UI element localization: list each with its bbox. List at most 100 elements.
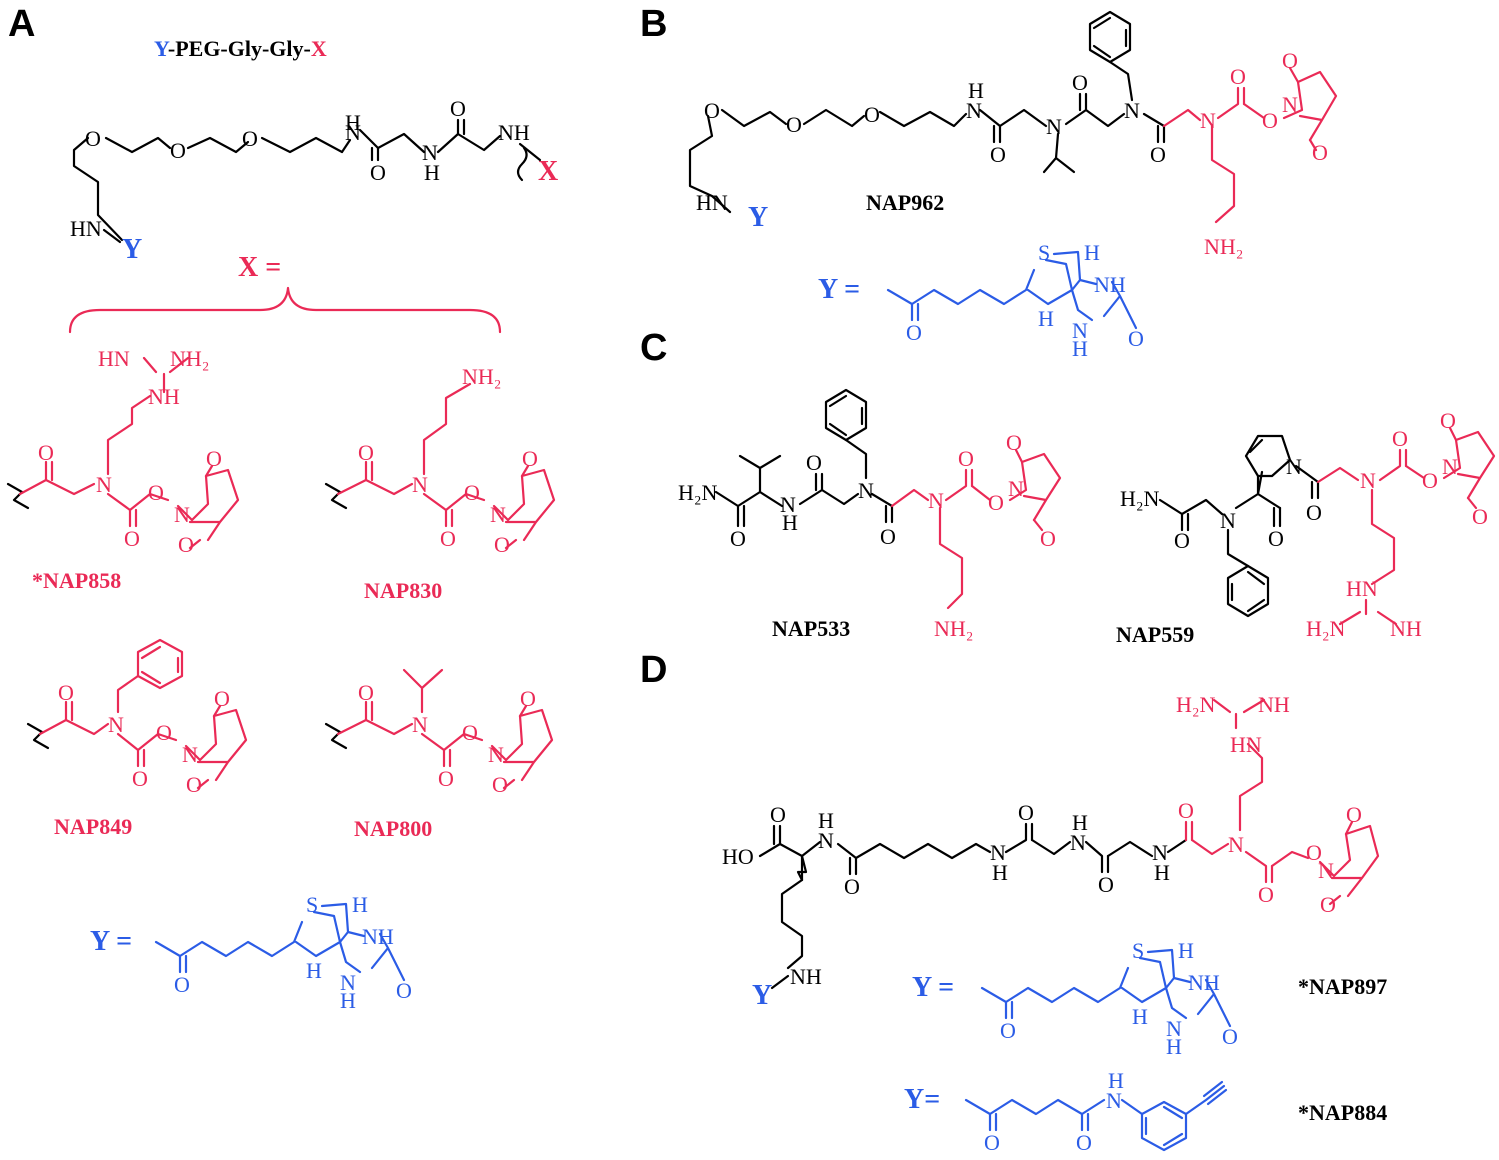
atom-o: O <box>704 98 720 123</box>
atom-n: N <box>1282 92 1298 117</box>
atom-n: N <box>818 828 834 853</box>
atom-o: O <box>170 138 186 163</box>
atom-h: H <box>968 78 984 103</box>
atom-o: O <box>730 526 746 551</box>
atom-o: O <box>186 772 202 797</box>
x-group-nap800: O N O O N O O NAP800 <box>324 668 554 841</box>
atom-o: O <box>1392 426 1408 451</box>
core-structure-d: HO O H N O N H O H N O N H O N HN H₂N NH… <box>722 692 1380 1011</box>
atom-o: O <box>1282 48 1298 73</box>
atom-h: H <box>1038 306 1054 331</box>
atom-o: O <box>770 802 786 827</box>
atom-h: H <box>1108 1068 1124 1093</box>
atom-o: O <box>148 480 164 505</box>
panel-c: H₂N O N H O N O N O O N O O NH₂ NAP533 <box>678 388 1496 647</box>
atom-nh: NH <box>498 120 530 145</box>
compound-label: NAP830 <box>364 578 442 603</box>
atom-o: O <box>214 686 230 711</box>
atom-n: N <box>1070 830 1086 855</box>
atom-h: H <box>1132 1004 1148 1029</box>
atom-o: O <box>132 766 148 791</box>
atom-nh: NH <box>1188 970 1220 995</box>
atom-n: N <box>966 98 982 123</box>
atom-nh2: NH₂ <box>170 346 209 371</box>
atom-o: O <box>462 720 478 745</box>
core-y-label: Y <box>748 202 768 233</box>
atom-n: N <box>412 472 428 497</box>
atom-h: H <box>1166 1034 1182 1059</box>
panel-b: HN Y O O O H N O N O N O N O O N O O NH₂… <box>688 10 1338 361</box>
atom-s: S <box>1038 240 1050 265</box>
atom-h2n: H₂N <box>1176 692 1216 717</box>
atom-n: N <box>340 970 356 995</box>
atom-h: H <box>992 860 1008 885</box>
atom-n: N <box>488 742 504 767</box>
atom-n: N <box>1072 318 1088 343</box>
atom-h: H <box>306 958 322 983</box>
atom-o: O <box>358 680 374 705</box>
atom-h: H <box>818 808 834 833</box>
atom-n: N <box>490 502 506 527</box>
atom-n: N <box>1008 476 1024 501</box>
panel-letter-c: C <box>640 327 667 369</box>
atom-o: O <box>242 126 258 151</box>
atom-o: O <box>1268 526 1284 551</box>
atom-o: O <box>396 978 412 1003</box>
compound-label: NAP533 <box>772 616 850 641</box>
core-structure-a: O O O H N O N H O NH HN Y X <box>70 96 558 265</box>
compound-label: NAP800 <box>354 816 432 841</box>
formula-x: X <box>311 36 327 61</box>
atom-n: N <box>1124 98 1140 123</box>
x-equals-label: X = <box>238 252 281 283</box>
atom-n: N <box>422 140 438 165</box>
atom-o: O <box>1230 64 1246 89</box>
atom-o: O <box>1440 408 1456 433</box>
y-group-biotin-d: Y = S H NH H N H O O *NAP897 <box>912 938 1387 1059</box>
atom-n: N <box>1106 1088 1122 1113</box>
atom-o: O <box>1472 504 1488 529</box>
y-group-biotin-a: Y = S H NH H N H O O <box>90 892 412 1013</box>
compound-nap559: H₂N O N O N O N O O N O O HN H₂N NH NAP5… <box>1116 408 1496 647</box>
panel-letter-b: B <box>640 3 667 45</box>
atom-n: N <box>345 120 361 145</box>
atom-n: N <box>174 502 190 527</box>
atom-nh: NH <box>1390 616 1422 641</box>
atom-n: N <box>1046 114 1062 139</box>
atom-nh: NH <box>790 964 822 989</box>
atom-o: O <box>358 440 374 465</box>
atom-n: N <box>990 840 1006 865</box>
atom-o: O <box>58 680 74 705</box>
atom-o: O <box>178 532 194 557</box>
atom-o: O <box>1422 468 1438 493</box>
formula-mid: -PEG-Gly-Gly- <box>168 36 311 61</box>
atom-o: O <box>1262 108 1278 133</box>
atom-hn: HN <box>1346 576 1378 601</box>
x-group-nap858: O N NH HN NH₂ O O N O O *NAP858 <box>6 346 240 593</box>
atom-o: O <box>370 160 386 185</box>
atom-n: N <box>1360 468 1376 493</box>
atom-n: N <box>108 712 124 737</box>
compound-nap533: H₂N O N H O N O N O O N O O NH₂ NAP533 <box>678 388 1062 641</box>
atom-hn: HN <box>1230 732 1262 757</box>
y-equals-label: Y = <box>912 972 954 1003</box>
atom-o: O <box>844 874 860 899</box>
compound-label: *NAP897 <box>1298 974 1387 999</box>
atom-o: O <box>1018 800 1034 825</box>
compound-label: NAP962 <box>866 190 944 215</box>
atom-o: O <box>492 772 508 797</box>
atom-n: N <box>1318 858 1334 883</box>
atom-o: O <box>174 972 190 997</box>
atom-o: O <box>1128 326 1144 351</box>
atom-o: O <box>520 686 536 711</box>
core-y-label: Y <box>122 234 142 265</box>
atom-nh: H <box>345 110 361 135</box>
atom-o: O <box>1006 430 1022 455</box>
atom-o: O <box>38 440 54 465</box>
atom-o: O <box>988 490 1004 515</box>
atom-o: O <box>1178 798 1194 823</box>
atom-o: O <box>124 526 140 551</box>
y-group-alkyne-d: Y= H N O O *NAP884 <box>904 1068 1387 1155</box>
formula: Y-PEG-Gly-Gly-X <box>154 36 327 61</box>
atom-o: O <box>1258 882 1274 907</box>
